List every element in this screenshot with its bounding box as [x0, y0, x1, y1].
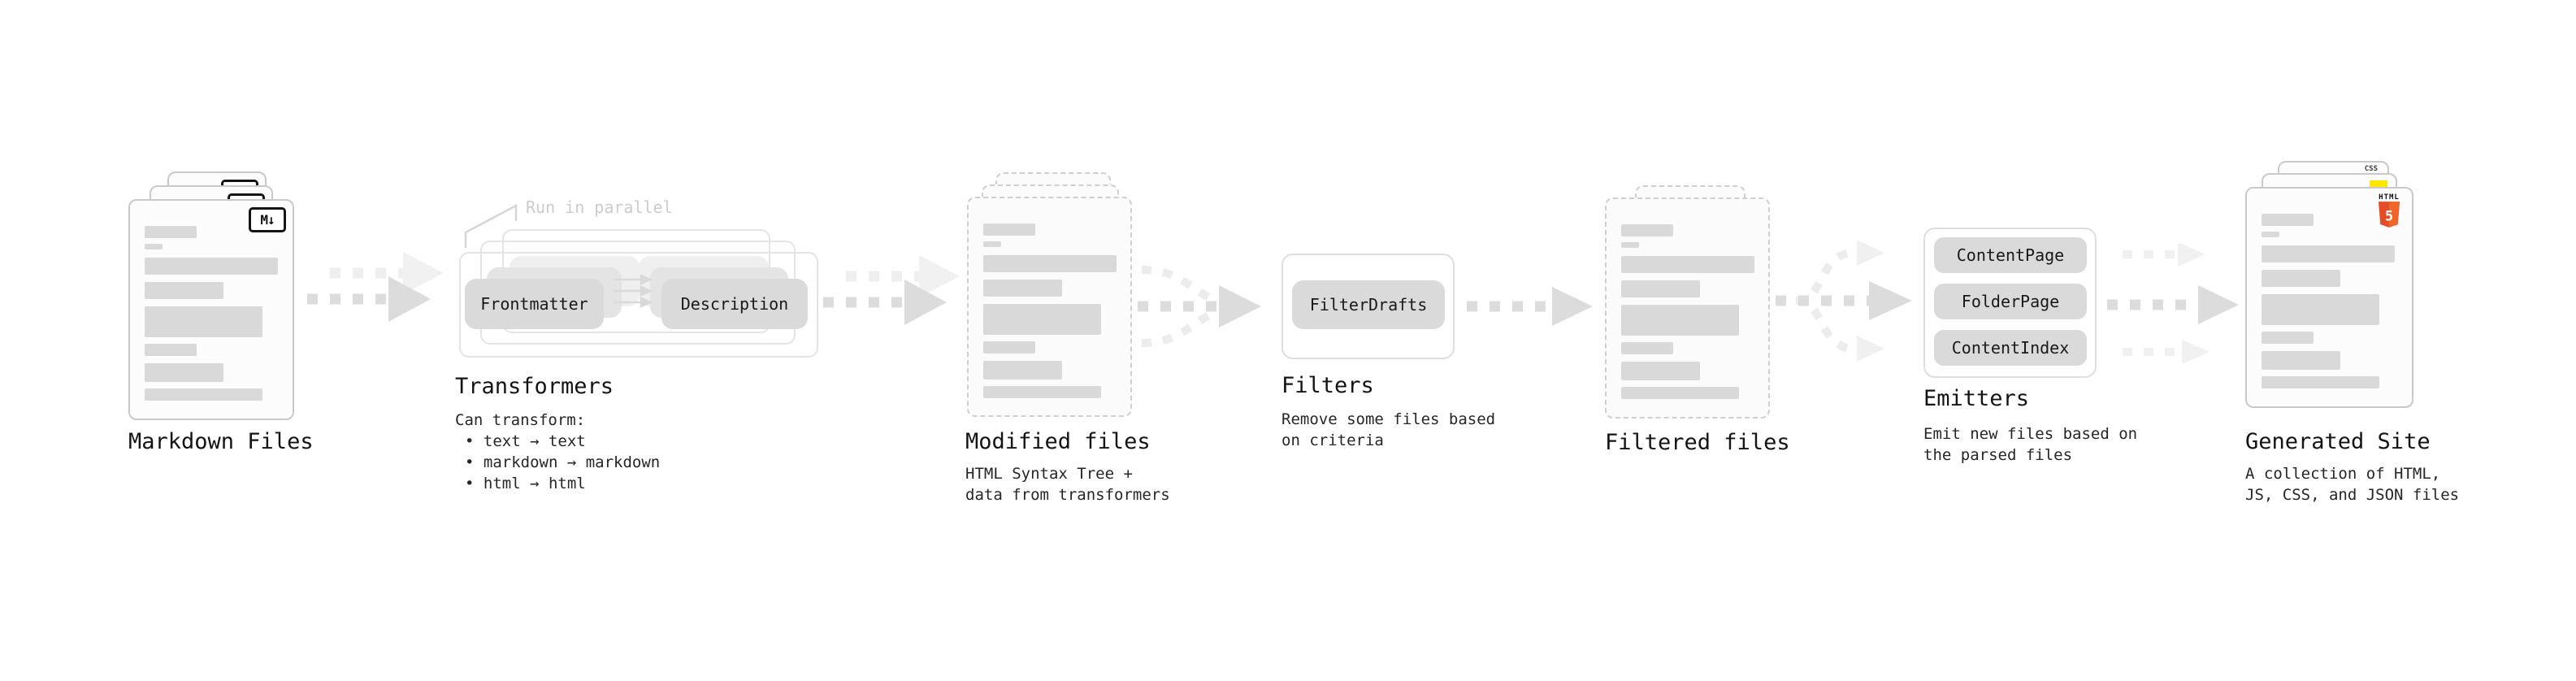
stage-label-transformers: Transformers [455, 374, 614, 399]
flow-arrow-icon [307, 252, 444, 322]
text-line-bar [2262, 351, 2340, 370]
pill-folderpage: FolderPage [1934, 284, 2087, 319]
stage-label-modified-files: Modified files [965, 429, 1151, 454]
filters-desc: Remove some files based on criteria [1281, 410, 1496, 449]
text-line-bar [1621, 362, 1700, 380]
stage-label-filters: Filters [1281, 373, 1374, 398]
text-line-bar [1621, 242, 1639, 248]
stage-label-markdown-files: Markdown Files [128, 429, 314, 454]
flow-arrow-split-icon [1776, 240, 1912, 362]
svg-text:5: 5 [2385, 207, 2393, 223]
text-line-bar [145, 306, 262, 337]
text-line-bar [145, 344, 197, 356]
text-line-bar [2262, 294, 2379, 325]
text-line-bar [983, 361, 1062, 380]
flow-arrow-icon [1467, 287, 1593, 326]
pill-filterdrafts: FilterDrafts [1292, 280, 1445, 329]
flow-arrow-icon [823, 255, 960, 325]
text-line-bar [983, 280, 1062, 297]
stage-label-emitters: Emitters [1923, 386, 2030, 411]
pill-contentpage: ContentPage [1934, 237, 2087, 273]
generated-site-desc: A collection of HTML, JS, CSS, and JSON … [2245, 465, 2460, 504]
modified-files-desc: HTML Syntax Tree + data from transformer… [965, 465, 1170, 504]
run-in-parallel-note: Run in parallel [526, 197, 673, 217]
text-line-bar [1621, 387, 1739, 399]
filtered-file-card-front [1605, 197, 1770, 419]
bullet-item: markdown → markdown [465, 452, 660, 473]
modified-file-card-front [967, 197, 1132, 417]
transformers-desc-title: Can transform: [455, 411, 586, 429]
text-line-bar [145, 226, 197, 238]
text-line-bar [1621, 342, 1673, 354]
pill-frontmatter: Frontmatter [465, 279, 604, 329]
text-line-bar [1621, 256, 1754, 273]
bullet-item: html → html [465, 473, 660, 494]
bullet-item: text → text [465, 431, 660, 452]
transform-arrows-icon [614, 275, 653, 308]
text-line-bar [983, 386, 1101, 398]
text-line-bar [1621, 280, 1700, 297]
text-line-bar [983, 241, 1001, 247]
text-line-bar [145, 363, 223, 382]
flow-arrow-trio-icon [2107, 244, 2239, 364]
text-line-bar [145, 388, 262, 401]
transformer-lane-front [459, 252, 818, 358]
text-line-bar [2262, 214, 2314, 226]
callout-line [464, 203, 518, 248]
text-line-bar [983, 255, 1117, 272]
js-icon [2370, 180, 2387, 189]
stage-label-generated-site: Generated Site [2245, 429, 2431, 454]
text-line-bar [983, 223, 1035, 236]
text-line-bar [145, 244, 163, 249]
emitters-desc: Emit new files based on the parsed files [1923, 425, 2138, 464]
text-line-bar [1621, 305, 1739, 336]
transformers-bullet-list: text → text markdown → markdown html → h… [465, 431, 660, 494]
generated-html-card: HTML 5 [2245, 187, 2413, 408]
text-line-bar [983, 341, 1035, 354]
text-line-bar [1621, 224, 1673, 236]
markdown-icon: M↓ [249, 207, 286, 232]
pill-description: Description [661, 279, 808, 329]
text-line-bar [2262, 232, 2279, 237]
pill-contentindex: ContentIndex [1934, 330, 2087, 366]
text-line-bar [145, 282, 223, 299]
text-line-bar [2262, 245, 2395, 262]
text-line-bar [2262, 376, 2379, 388]
text-line-bar [983, 304, 1101, 335]
stage-label-filtered-files: Filtered files [1605, 430, 1790, 455]
text-line-bar [145, 258, 278, 275]
text-line-bar [2262, 332, 2314, 344]
text-line-bar [2262, 270, 2340, 287]
flow-arrow-merge-icon [1138, 266, 1261, 347]
html5-word: HTML [2379, 193, 2400, 202]
html5-icon: HTML 5 [2376, 193, 2402, 231]
markdown-file-card-front: M↓ [128, 199, 294, 420]
